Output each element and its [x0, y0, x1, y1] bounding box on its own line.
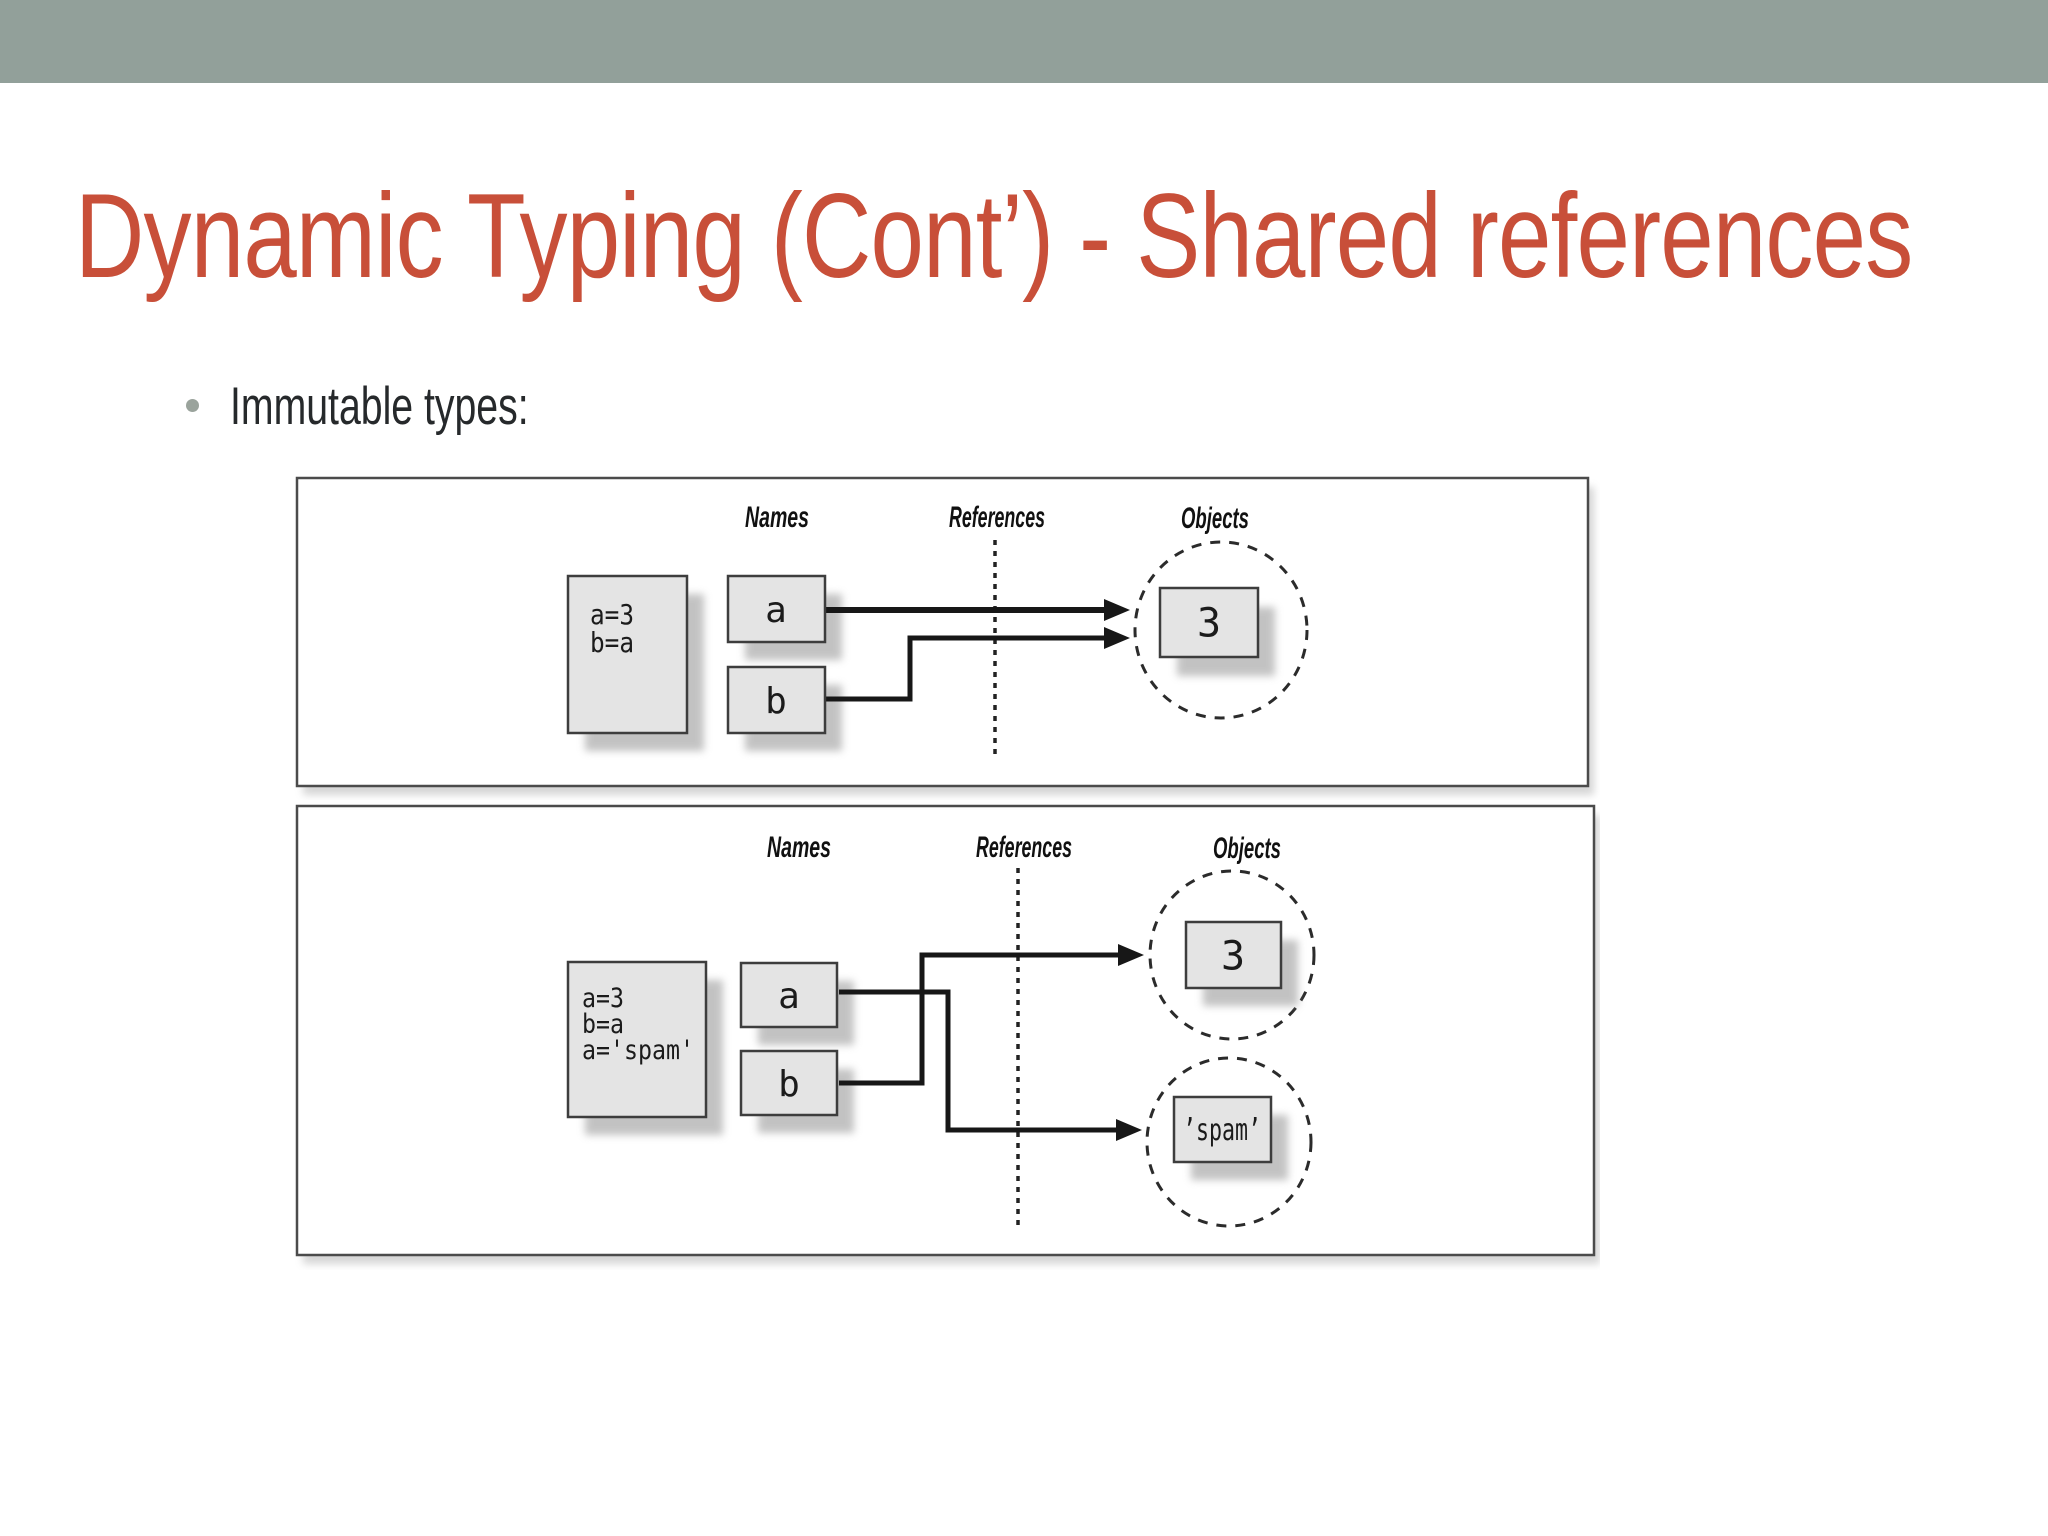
arrow-a-to-3-head [1104, 599, 1130, 621]
code-line-1: a=3 [582, 983, 624, 1014]
name-box-a [739, 961, 839, 1029]
column-header-names: Names [745, 501, 809, 534]
diagram-shared-reference-after: Names References Objects a=3 b=a a='spam… [295, 804, 1600, 1264]
slide-title: Dynamic Typing (Cont’) - Shared referenc… [75, 169, 1913, 303]
object-circle-3 [1148, 869, 1316, 1041]
object-box-3 [1184, 920, 1283, 990]
column-header-objects: Objects [1181, 502, 1249, 535]
object-label-3: 3 [1221, 933, 1245, 979]
column-header-references: References [976, 831, 1072, 864]
arrow-a-to-spam-head [1116, 1119, 1142, 1141]
object-label-3: 3 [1197, 600, 1221, 646]
name-label-a: a [778, 976, 800, 1017]
top-accent-band [0, 0, 2048, 83]
code-line-2: b=a [582, 1009, 624, 1040]
arrow-b-to-3-head [1118, 944, 1144, 966]
column-header-names: Names [767, 831, 831, 864]
code-line-3: a='spam' [582, 1035, 694, 1066]
name-label-a: a [765, 590, 787, 631]
code-box [566, 960, 708, 1119]
code-line-2: b=a [590, 626, 634, 659]
figure-frame [295, 476, 1590, 788]
name-label-b: b [778, 1064, 800, 1105]
column-header-references: References [949, 501, 1045, 534]
column-header-objects: Objects [1213, 832, 1281, 865]
code-box [566, 574, 689, 735]
object-circle-3 [1133, 540, 1309, 720]
arrow-b-to-3 [825, 635, 1106, 702]
arrow-b-to-3-head [1104, 627, 1130, 649]
bullet-text: Immutable types: [230, 377, 529, 436]
name-label-b: b [765, 681, 787, 722]
object-box-3 [1158, 586, 1260, 659]
arrow-b-to-3 [839, 952, 1120, 1086]
object-circle-spam [1145, 1056, 1313, 1228]
name-box-b [726, 665, 827, 735]
object-label-spam: ’spam’ [1183, 1113, 1261, 1148]
name-box-a [726, 574, 827, 644]
arrow-a-to-spam [839, 989, 1118, 1133]
code-line-1: a=3 [590, 598, 634, 631]
bullet-dot-icon [186, 399, 199, 412]
diagram-shared-reference-before: Names References Objects a=3 b=a a b 3 [295, 476, 1594, 795]
name-box-b [739, 1049, 839, 1117]
object-box-spam [1172, 1095, 1273, 1164]
